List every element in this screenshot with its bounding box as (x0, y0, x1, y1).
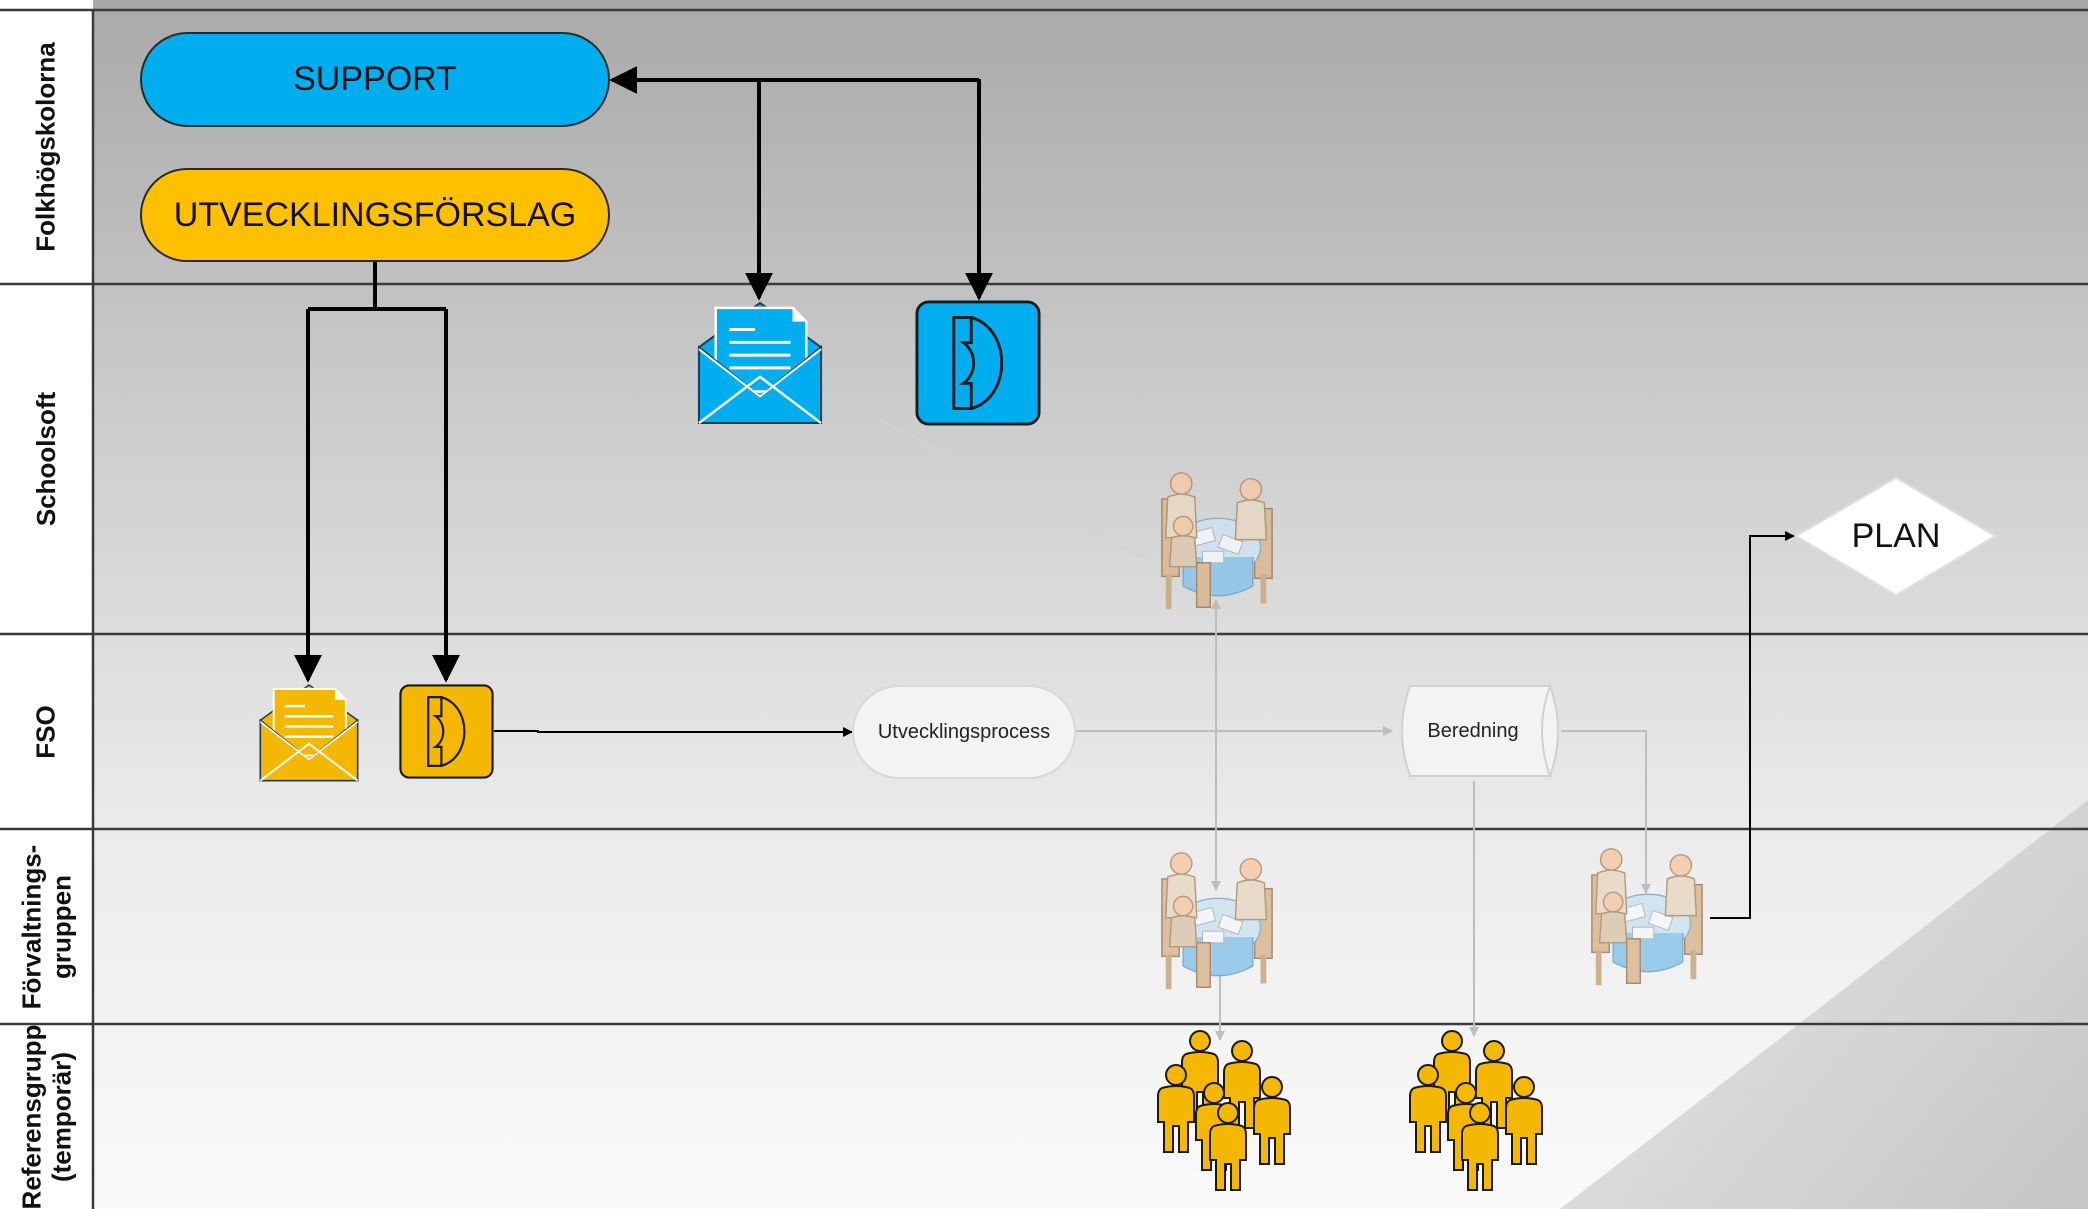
beredning-label: Beredning (1427, 719, 1519, 742)
phone-icon (399, 684, 494, 779)
utvecklingsprocess-shape (852, 685, 1076, 779)
phone-to-process-connector (494, 727, 853, 737)
lane-label-text: (temporär) (46, 1051, 77, 1182)
proposal-connectors (294, 262, 460, 683)
lane-label-folkhogskolorna: Folkhögskolorna (0, 10, 92, 284)
lane-header-column (0, 0, 93, 1209)
email-icon (697, 301, 823, 425)
lane-label-fso: FSO (0, 634, 92, 829)
lane-label-referensgrupp: Referensgrupp (temporär) (0, 1024, 92, 1209)
lane-label-text: Schoolsoft (31, 391, 61, 527)
meeting-to-plan-connector (1710, 531, 1795, 919)
support-connectors (609, 66, 993, 301)
lane-label-text: FSO (30, 704, 61, 759)
phone-icon (915, 300, 1041, 426)
lane-label-schoolsoft: Schoolsoft (0, 284, 92, 634)
support-node: SUPPORT (140, 32, 610, 127)
background-corner-shape (1560, 800, 2088, 1209)
lane-label-text: gruppen (46, 874, 77, 979)
lane-label-text: Folkhögskolorna (31, 42, 61, 252)
utvecklingsforslag-node: UTVECKLINGSFÖRSLAG (140, 168, 610, 262)
lane-label-text: Förvaltnings- (16, 844, 47, 1009)
email-icon (259, 683, 359, 782)
lane-label-forvaltningsgruppen: Förvaltnings- gruppen (0, 829, 92, 1024)
faint-connectors (879, 419, 1651, 1041)
lane-label-text: Referensgrupp (16, 1024, 47, 1209)
plan-label: PLAN (1851, 517, 1941, 555)
utvecklingsprocess-label: Utvecklingsprocess (877, 720, 1051, 743)
plan-diamond (1794, 476, 1997, 597)
